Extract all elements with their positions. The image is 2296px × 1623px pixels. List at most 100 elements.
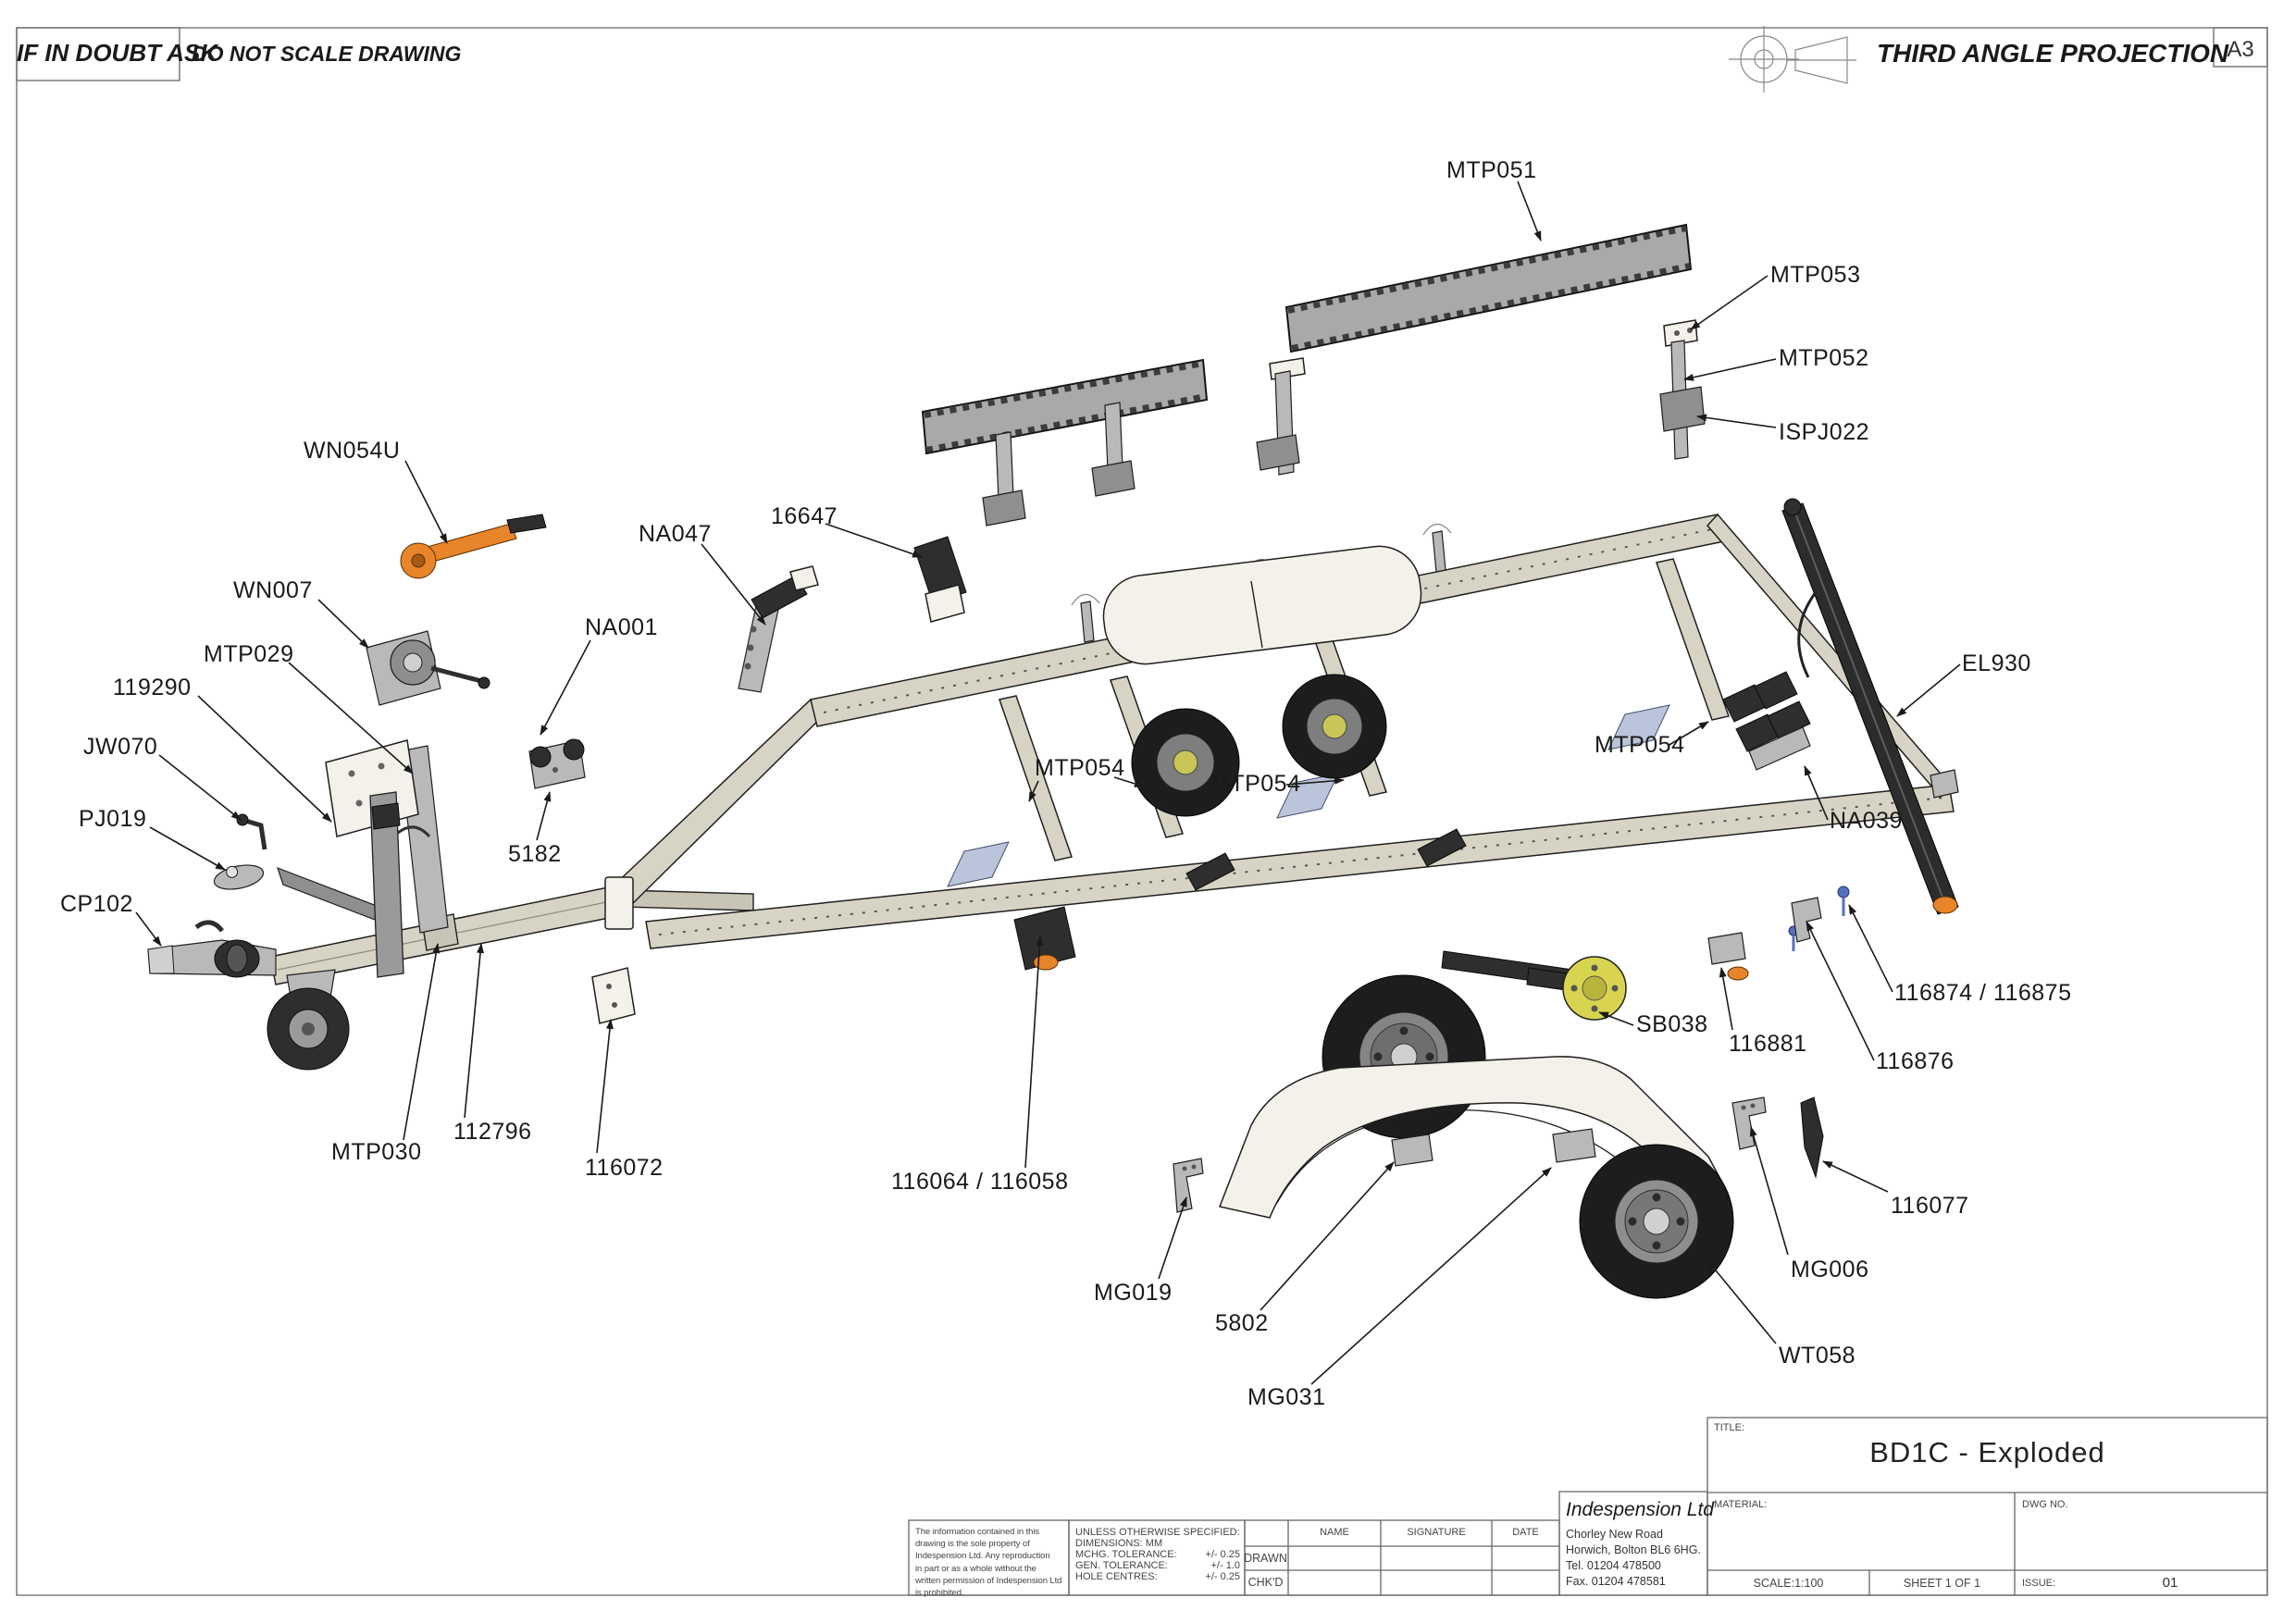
near-main-rail — [645, 784, 1955, 949]
part-label-116077: 116077 — [1891, 1193, 1969, 1219]
bunk-board-2 — [921, 358, 1209, 527]
part-label-116072: 116072 — [585, 1155, 664, 1181]
gusset-plate-3 — [1607, 704, 1670, 750]
wobble-rollers — [1185, 828, 1467, 891]
company-phone: Tel. 01204 478500 — [1566, 1559, 1661, 1572]
mudguard-clamp-5802 — [1391, 1134, 1433, 1167]
leader-MG019 — [1158, 1196, 1187, 1280]
part-label-WT058: WT058 — [1779, 1343, 1855, 1369]
leader-MTP051 — [1517, 180, 1542, 242]
col-header-signature: SIGNATURE — [1407, 1527, 1466, 1538]
coupling-cp102 — [147, 920, 277, 978]
leader-NA001 — [540, 639, 591, 736]
issue-value: 01 — [2162, 1575, 2178, 1591]
roller-na047 — [738, 565, 819, 693]
leader-MG031 — [1310, 1167, 1552, 1385]
pad-pj019 — [213, 864, 265, 890]
part-label-JW070: JW070 — [83, 734, 157, 760]
roller-clamp-5182 — [528, 738, 586, 789]
bracket-mtp053 — [1663, 319, 1698, 347]
tolerance-value: +/- 0.25 — [1205, 1571, 1240, 1582]
part-label-NA001: NA001 — [585, 614, 658, 640]
col-header-name: NAME — [1320, 1527, 1349, 1538]
col-header-date: DATE — [1512, 1527, 1539, 1538]
tolerance-dimensions: DIMENSIONS: MM — [1075, 1538, 1163, 1549]
brake-drum-sb038 — [1526, 956, 1627, 1021]
dwg-no-label: DWG NO. — [2022, 1499, 2068, 1510]
tolerance-heading: UNLESS OTHERWISE SPECIFIED: — [1075, 1527, 1240, 1538]
leader-16647 — [825, 523, 923, 558]
tolerance-label: MCHG. TOLERANCE: — [1075, 1549, 1177, 1560]
leader-WN007 — [317, 599, 369, 649]
winch-post-assembly — [277, 739, 449, 934]
winch-wn007 — [366, 630, 490, 706]
part-label-MTP052: MTP052 — [1779, 345, 1868, 371]
jockey-crank-handle — [236, 813, 249, 826]
leader-NA039 — [1804, 765, 1829, 821]
lighting-board-el930 — [1781, 498, 1959, 915]
disclaimer-line: Indespension Ltd. Any reproduction — [915, 1551, 1050, 1562]
bracket-116881 — [1707, 932, 1749, 981]
leader-MTP029 — [288, 662, 414, 774]
mudguard-clamp-2 — [1552, 1128, 1596, 1163]
company-address-2: Horwich, Bolton BL6 6HG. — [1566, 1543, 1701, 1556]
if-in-doubt-ask: IF IN DOUBT ASK — [17, 39, 218, 67]
leader-MTP052 — [1683, 358, 1777, 381]
part-label-layer: MTP051MTP053MTP052ISPJ022WN054UWN007MTP0… — [60, 157, 2071, 1410]
gusset-plate-1 — [947, 841, 1010, 887]
gooseneck-rail — [610, 699, 828, 912]
leader-MTP030 — [403, 943, 441, 1141]
title-label: TITLE: — [1714, 1422, 1745, 1433]
part-label-PJ019: PJ019 — [79, 806, 146, 832]
leader-SB038 — [1598, 1011, 1634, 1026]
leader-119290 — [197, 695, 332, 823]
part-label-MG031: MG031 — [1247, 1384, 1325, 1410]
part-label-SB038: SB038 — [1636, 1011, 1708, 1037]
leader-116064-116058 — [1024, 935, 1044, 1169]
twin-wheel-near — [1131, 708, 1240, 817]
leader-PJ019 — [149, 826, 226, 871]
leader-5802 — [1260, 1161, 1395, 1311]
row-header-drawn: DRAWN — [1244, 1552, 1287, 1565]
company-fax: Fax. 01204 478581 — [1566, 1575, 1666, 1588]
leader-CP102 — [135, 911, 162, 947]
disclaimer-line: is prohibited. — [915, 1588, 964, 1599]
bracket-mg006 — [1731, 1096, 1767, 1150]
leader-116874-116875 — [1848, 904, 1893, 993]
part-label-119290: 119290 — [113, 675, 192, 700]
single-mudguard-mg031 — [1218, 1056, 1723, 1219]
part-label-WN054U: WN054U — [304, 438, 400, 464]
tolerance-value: +/- 1.0 — [1210, 1560, 1241, 1571]
part-label-116876: 116876 — [1876, 1048, 1955, 1074]
leader-MTP054-b — [1285, 776, 1345, 786]
part-label-116064-116058: 116064 / 116058 — [891, 1169, 1068, 1195]
tolerance-label: GEN. TOLERANCE: — [1075, 1560, 1168, 1571]
leader-EL930 — [1896, 663, 1961, 717]
leader-MTP054-c — [1667, 721, 1709, 747]
twin-wheel-far — [1282, 674, 1387, 779]
leader-WT058 — [1706, 1259, 1777, 1344]
part-label-NA047: NA047 — [639, 521, 712, 547]
spare-wheel-wt058 — [1579, 1144, 1734, 1299]
company-name: Indespension Ltd — [1566, 1499, 1714, 1520]
disclaimer-line: drawing is the sole property of — [915, 1539, 1030, 1550]
jockey-wheel-assembly — [236, 791, 404, 1071]
part-label-16647: 16647 — [771, 503, 838, 529]
leader-116876 — [1806, 921, 1875, 1061]
cross-beam-4 — [1656, 558, 1730, 721]
leader-116072 — [596, 1019, 614, 1154]
part-label-112796: 112796 — [453, 1119, 532, 1145]
leader-WN054U — [404, 460, 448, 544]
part-label-MTP054-b: MTP054 — [1210, 771, 1300, 797]
bunk-post-loose — [1256, 357, 1306, 476]
bracket-mg019 — [1173, 1158, 1204, 1213]
part-label-MTP051: MTP051 — [1446, 157, 1536, 183]
leader-5182 — [536, 791, 552, 841]
leader-116077 — [1822, 1160, 1889, 1193]
row-header-chkd: CHK'D — [1247, 1576, 1284, 1589]
part-label-NA039: NA039 — [1830, 808, 1903, 834]
part-label-ISPJ022: ISPJ022 — [1779, 419, 1869, 445]
cross-beam-1 — [999, 695, 1073, 861]
part-label-MTP053: MTP053 — [1770, 262, 1860, 288]
